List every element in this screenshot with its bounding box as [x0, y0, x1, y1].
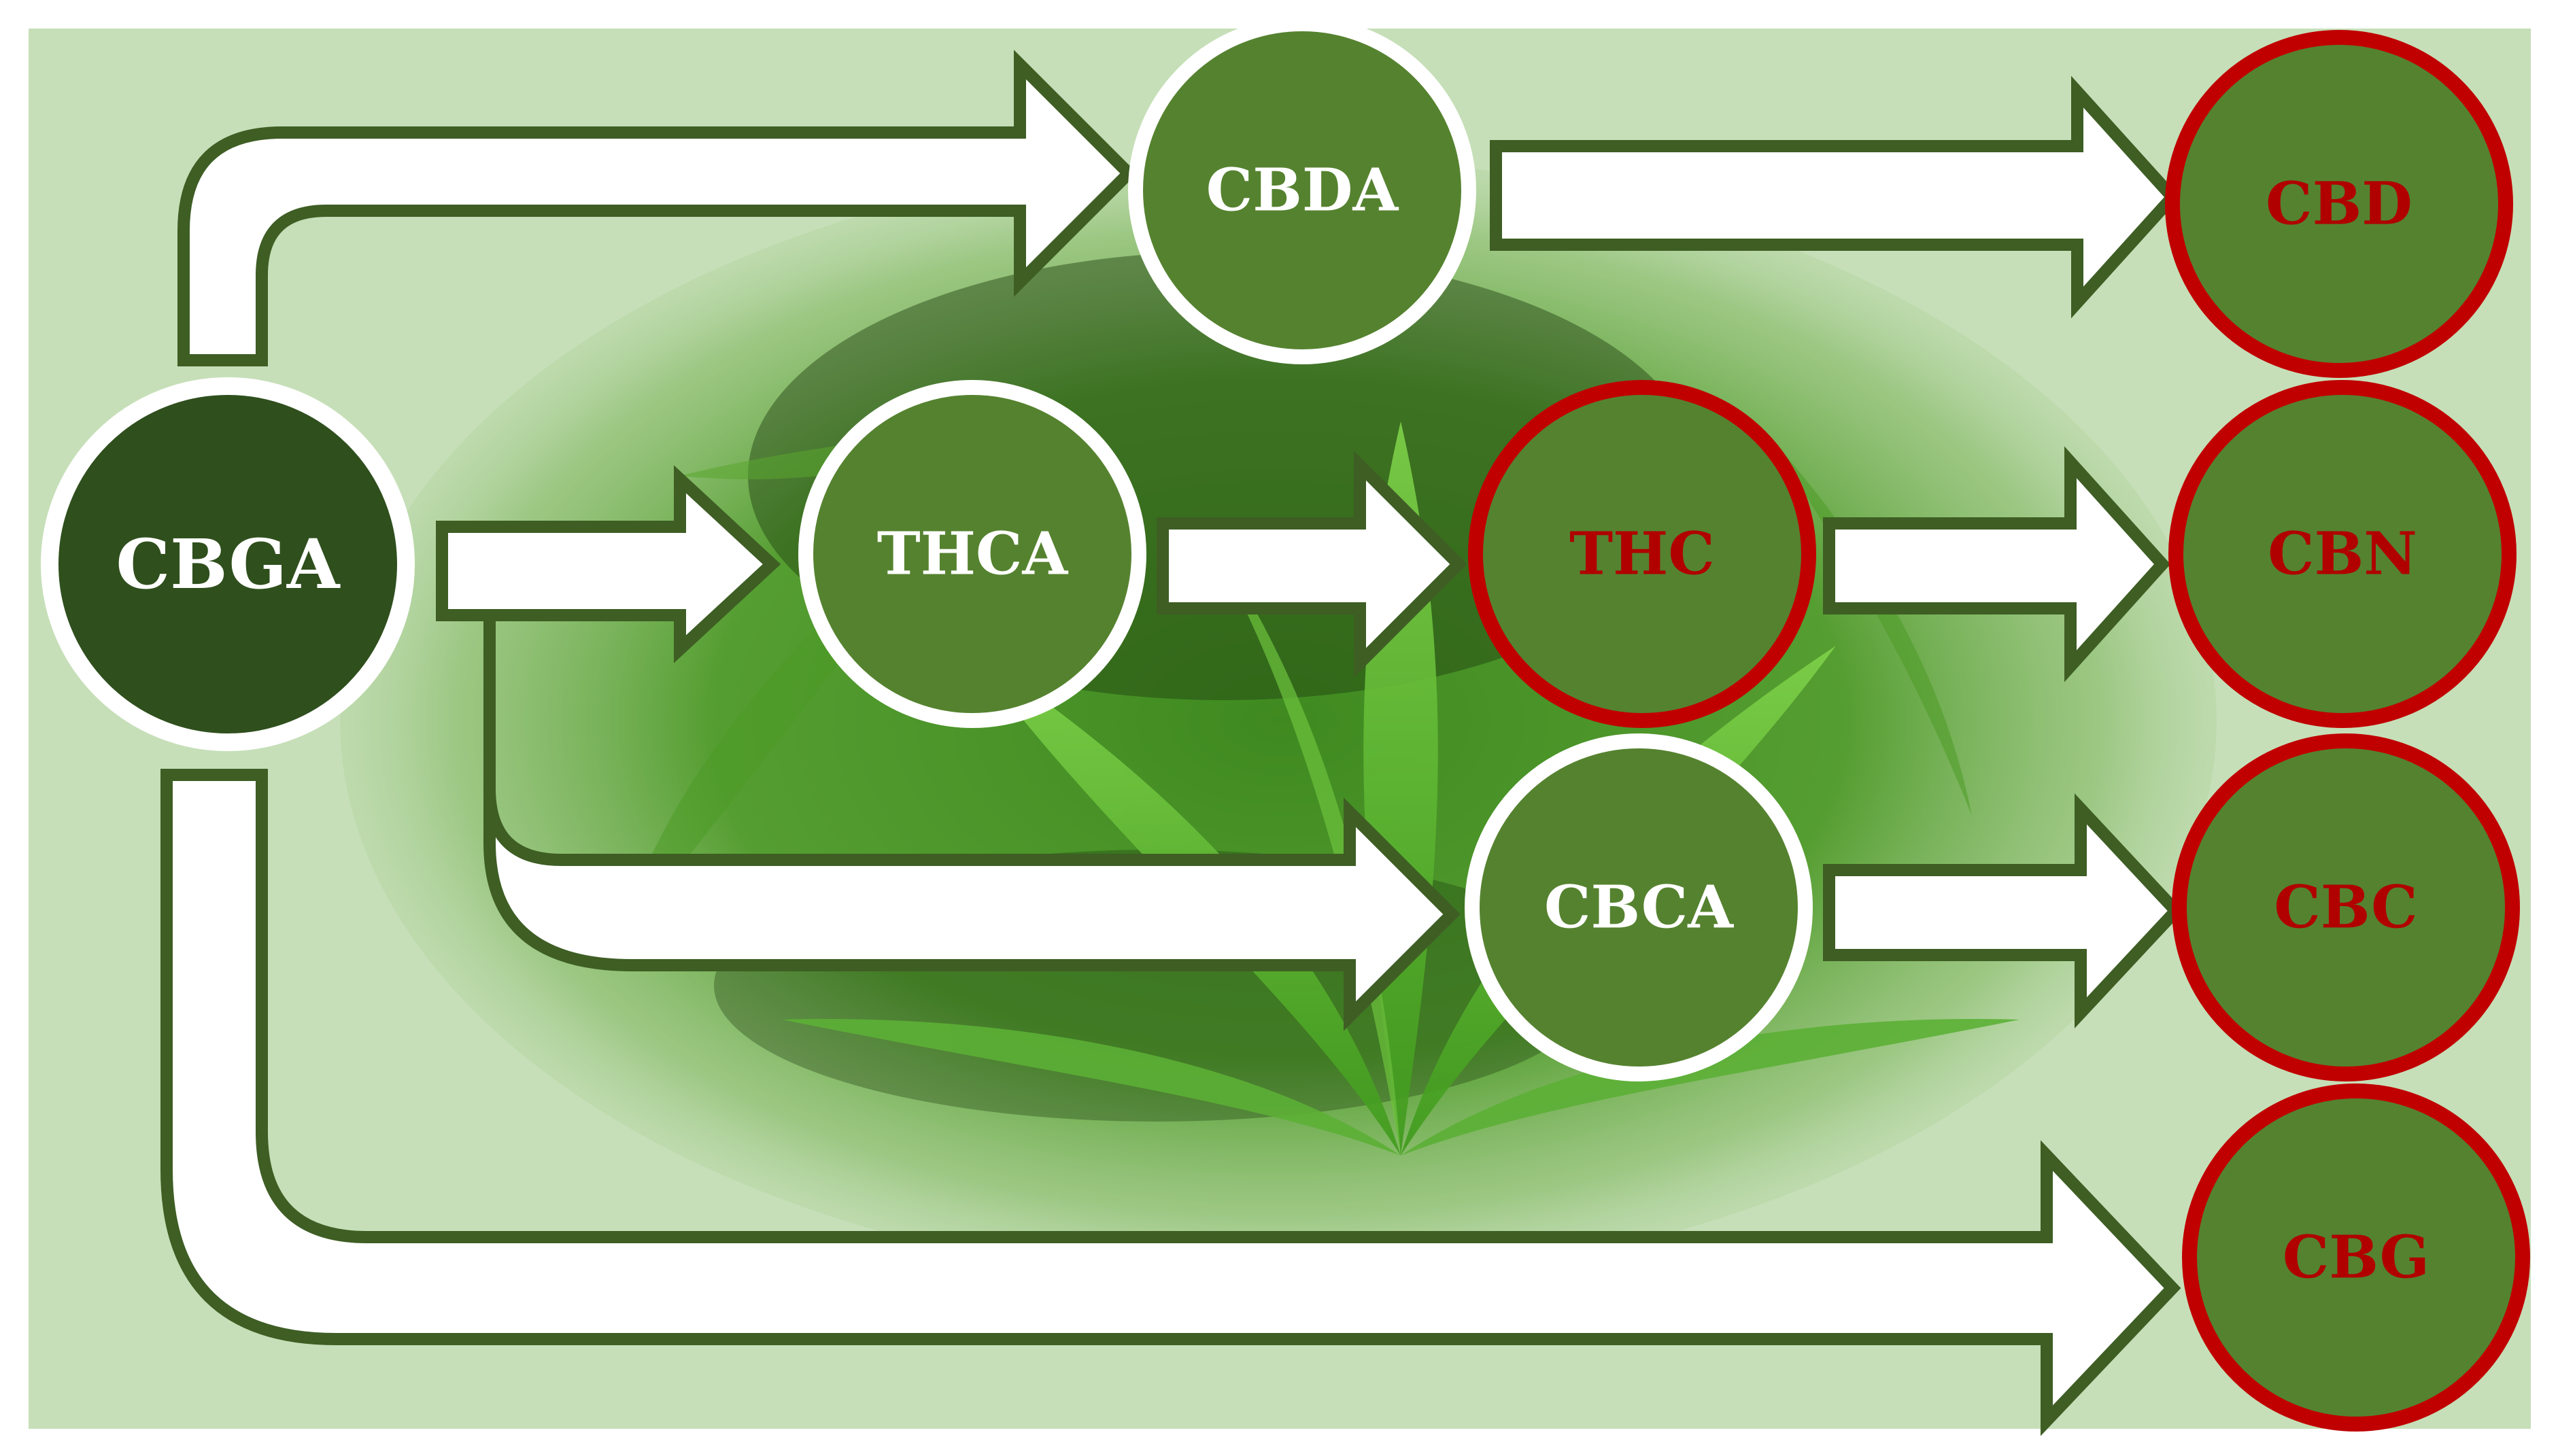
node-cbg-label: CBG — [2283, 1224, 2429, 1292]
node-thc: THC — [1468, 380, 1816, 728]
node-cbga-label: CBGA — [116, 524, 341, 604]
node-cbg-circle — [2182, 1084, 2530, 1432]
node-cbda-label: CBDA — [1206, 156, 1399, 225]
arrow-thca-to-thc — [1157, 451, 1467, 678]
node-thca-circle — [798, 380, 1146, 728]
node-cbc-label: CBC — [2274, 873, 2417, 942]
node-cbga-circle — [41, 377, 415, 751]
node-cbca: CBCA — [1465, 733, 1813, 1081]
node-cbda: CBDA — [1128, 16, 1476, 364]
arrow-thc-to-cbn — [1823, 446, 2171, 682]
arrow-cbda-to-cbd — [1490, 75, 2181, 319]
node-cbn-label: CBN — [2268, 520, 2417, 589]
node-cbc: CBC — [2172, 733, 2520, 1081]
node-cbd-label: CBD — [2266, 170, 2412, 239]
node-cbd: CBD — [2165, 30, 2513, 378]
node-cbg: CBG — [2182, 1084, 2530, 1432]
arrow-cbga-to-thca — [436, 465, 781, 663]
node-cbc-circle — [2172, 733, 2520, 1081]
node-thca: THCA — [798, 380, 1146, 728]
node-cbca-label: CBCA — [1544, 873, 1734, 942]
arrow-cbga-to-cbda — [177, 50, 1138, 366]
node-cbn-circle — [2168, 380, 2517, 728]
node-cbda-circle — [1128, 16, 1476, 364]
node-thca-label: THCA — [877, 520, 1069, 589]
node-cbn: CBN — [2168, 380, 2517, 728]
node-cbga: CBGA — [41, 377, 415, 751]
arrow-cbga-to-cbca — [483, 615, 1461, 1031]
node-thc-circle — [1468, 380, 1816, 728]
node-cbca-circle — [1465, 733, 1813, 1081]
node-cbd-circle — [2165, 30, 2513, 378]
node-thc-label: THC — [1569, 520, 1715, 589]
arrow-cbca-to-cbc — [1823, 793, 2185, 1028]
arrow-cbga-to-cbg — [160, 769, 2181, 1436]
